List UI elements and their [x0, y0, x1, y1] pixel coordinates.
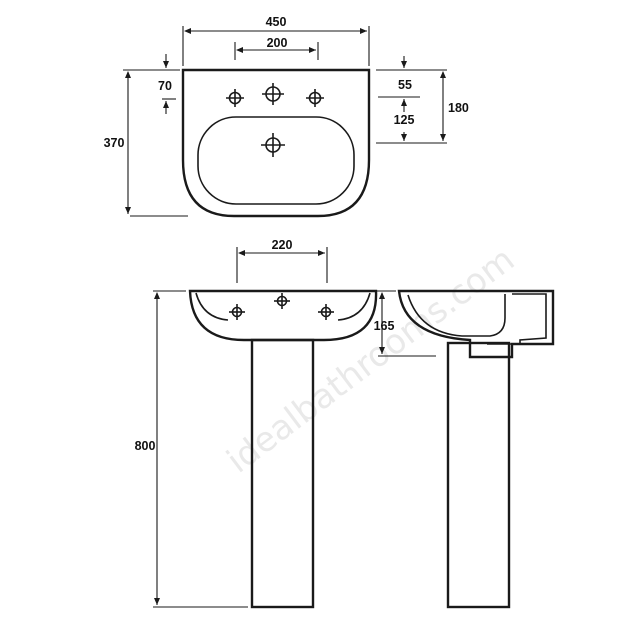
front-view: 220 800 [135, 238, 378, 609]
front-tap-hole-center [274, 293, 290, 309]
watermark-text: idealbathrooms.com [220, 240, 522, 482]
front-tap-hole-right [318, 304, 334, 320]
plan-view: 450 200 370 70 55 [104, 15, 469, 218]
label-125: 125 [394, 113, 415, 127]
label-450: 450 [266, 15, 287, 29]
dimension-basin-height-165: 165 [374, 290, 436, 357]
label-70: 70 [158, 79, 172, 93]
dimension-height-800: 800 [135, 290, 248, 608]
dimension-tap-spacing-200: 200 [234, 36, 319, 60]
label-200: 200 [267, 36, 288, 50]
dimension-tap-inset-70: 70 [158, 54, 176, 114]
label-800: 800 [135, 439, 156, 453]
label-220: 220 [272, 238, 293, 252]
dimension-depth-370: 370 [104, 69, 188, 217]
side-bowl-curve [407, 294, 506, 337]
side-back-profile [512, 293, 547, 344]
dimension-rim-55: 55 [376, 56, 447, 98]
plan-basin-outline [181, 68, 371, 218]
dimension-outer-taps-220: 220 [236, 238, 328, 283]
label-165: 165 [374, 319, 395, 333]
plan-waste-hole [261, 133, 285, 157]
label-55: 55 [398, 78, 412, 92]
front-tap-hole-left [229, 304, 245, 320]
label-370: 370 [104, 136, 125, 150]
dimension-width-450: 450 [182, 15, 370, 66]
plan-bowl-outline [197, 116, 355, 205]
side-view: 165 [374, 289, 555, 609]
plan-tap-hole-right [306, 89, 324, 107]
side-basin-outline [397, 289, 555, 359]
label-180: 180 [448, 101, 469, 115]
plan-tap-hole-center [262, 83, 284, 105]
front-basin-inner-curve-right [337, 292, 371, 321]
front-pedestal [250, 338, 315, 609]
side-pedestal [446, 341, 511, 609]
dimension-rim-depth-180: 180 [440, 71, 469, 141]
front-basin-inner-curve [195, 292, 229, 321]
dimension-tap-bowl-125: 125 [376, 99, 447, 144]
front-basin-outline [188, 289, 378, 342]
plan-tap-hole-left [226, 89, 244, 107]
